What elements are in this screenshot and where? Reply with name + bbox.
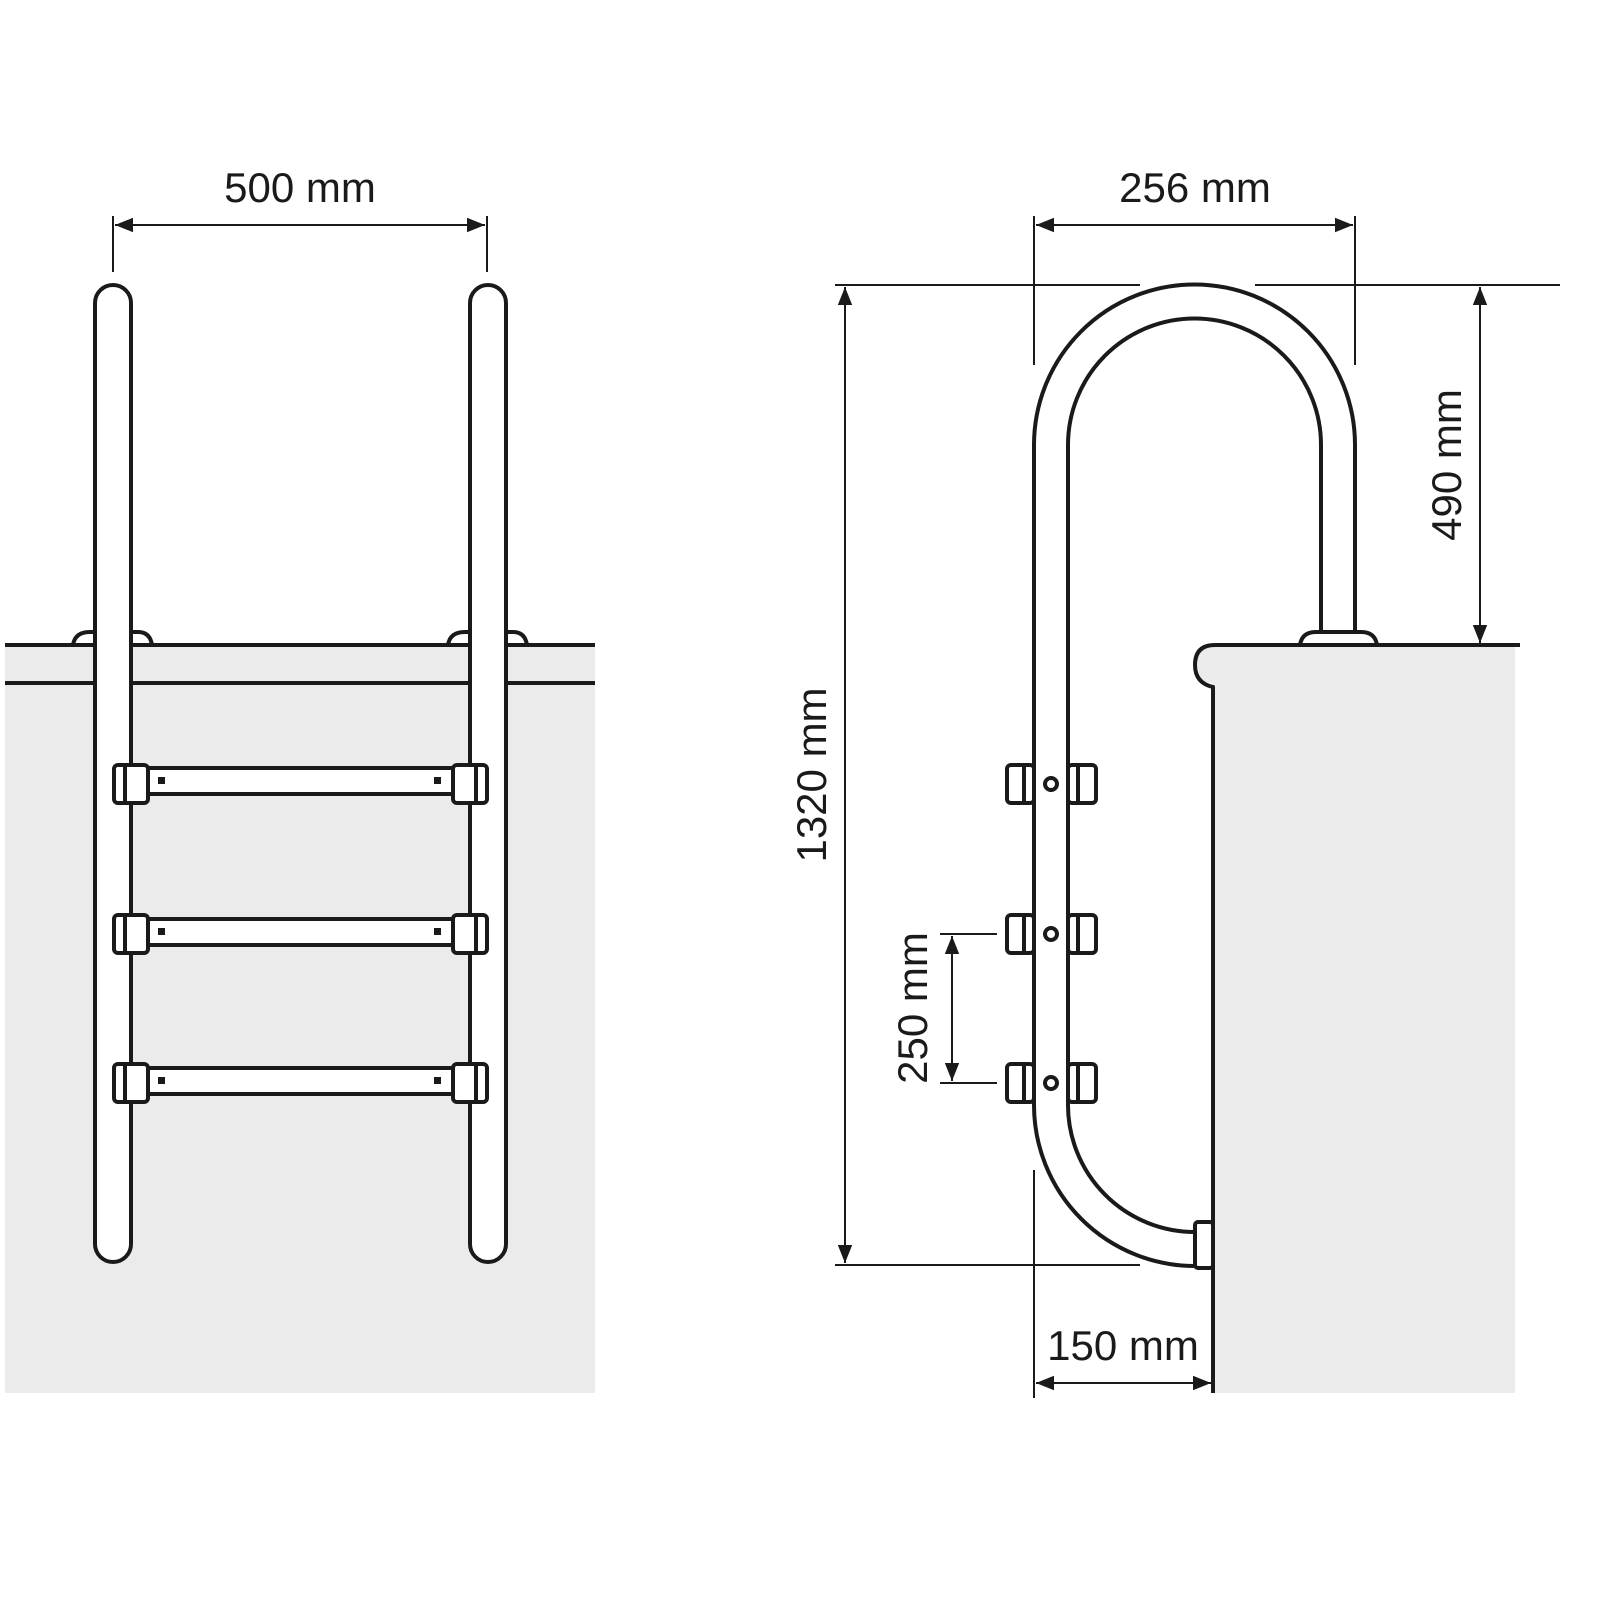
deck-flange: [1298, 630, 1379, 647]
wall-flange: [1193, 1220, 1215, 1270]
front-view: 500 mm: [5, 164, 595, 1393]
wall-offset-dimension: 150 mm: [1033, 1170, 1211, 1398]
rung: [129, 766, 472, 796]
step-brackets: [1005, 763, 1098, 1104]
side-view: 256 mm 1320 mm 490 mm 250 mm 150 mm: [788, 164, 1560, 1398]
handrail-height-dimension: 490 mm: [1255, 284, 1560, 643]
pool-wall-edge: [1193, 643, 1520, 1393]
handrail-height-label: 490 mm: [1423, 389, 1470, 541]
pool-wall-side: [1195, 645, 1515, 1393]
rung: [129, 1066, 472, 1096]
width-dimension: 500 mm: [112, 164, 488, 272]
total-height-dimension: 1320 mm: [788, 284, 1140, 1266]
depth-label: 256 mm: [1119, 164, 1271, 211]
wall-offset-label: 150 mm: [1047, 1322, 1199, 1369]
step-spacing-label: 250 mm: [889, 932, 936, 1084]
depth-dimension: 256 mm: [1033, 164, 1356, 365]
rung-brackets: [112, 763, 489, 1104]
rung: [129, 917, 472, 947]
width-label: 500 mm: [224, 164, 376, 211]
total-height-label: 1320 mm: [788, 687, 835, 862]
step-spacing-dimension: 250 mm: [889, 932, 997, 1084]
